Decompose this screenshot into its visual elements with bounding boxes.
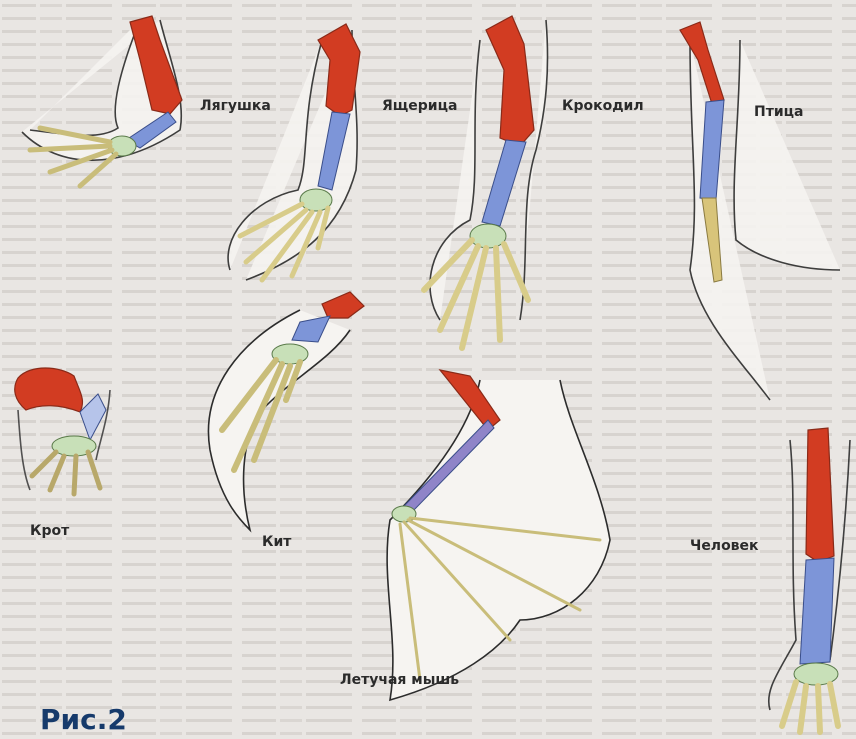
label-human: Человек [690, 538, 759, 554]
label-crocodile: Крокодил [562, 98, 644, 114]
figure-caption: Рис.2 [40, 703, 127, 736]
label-bat: Летучая мышь [340, 672, 459, 688]
human-forearm [800, 558, 834, 664]
label-whale: Кит [262, 534, 291, 550]
label-mole: Крот [30, 523, 69, 539]
label-frog: Лягушка [200, 98, 271, 114]
crocodile-carpals [470, 224, 506, 248]
label-lizard: Ящерица [382, 98, 457, 114]
mole-humerus [15, 368, 83, 412]
label-bird: Птица [754, 104, 803, 120]
